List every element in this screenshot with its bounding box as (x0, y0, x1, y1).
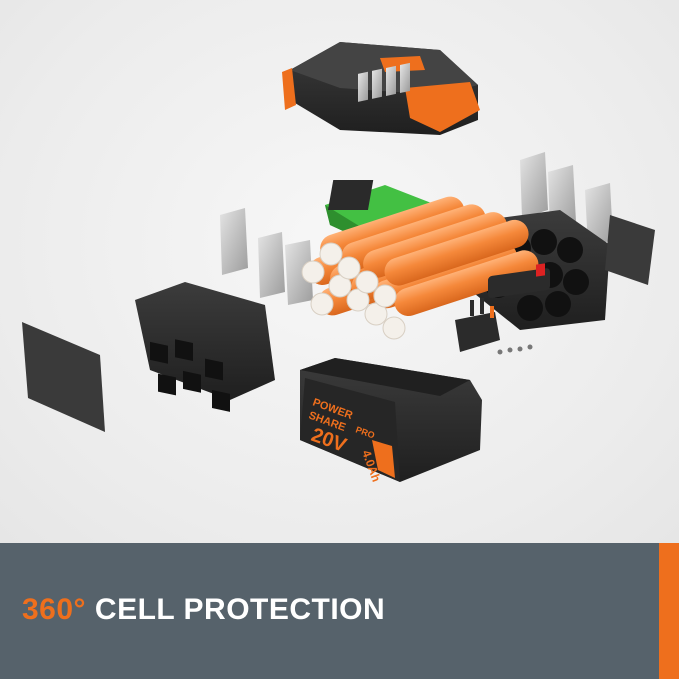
caption-banner: 360° CELL PROTECTION (0, 543, 679, 679)
product-illustration: POWER SHARE 20V PRO 4.0Ah (0, 0, 679, 543)
left-insulator (22, 322, 105, 432)
banner-caption: 360° CELL PROTECTION (22, 593, 385, 627)
connector-block (455, 298, 500, 352)
left-cell-holder (135, 282, 275, 412)
banner-highlight: 360° (22, 593, 87, 626)
bottom-housing: POWER SHARE 20V PRO 4.0Ah (300, 358, 482, 484)
banner-text: CELL PROTECTION (86, 593, 386, 626)
right-insulator (605, 215, 655, 285)
accent-bar (659, 543, 679, 679)
top-contacts (358, 62, 410, 102)
left-metal-straps (220, 208, 313, 305)
top-cover (282, 42, 480, 135)
exploded-battery-graphic: POWER SHARE 20V PRO 4.0Ah (22, 42, 655, 484)
charge-indicator (488, 263, 550, 355)
battery-cells (301, 196, 539, 340)
